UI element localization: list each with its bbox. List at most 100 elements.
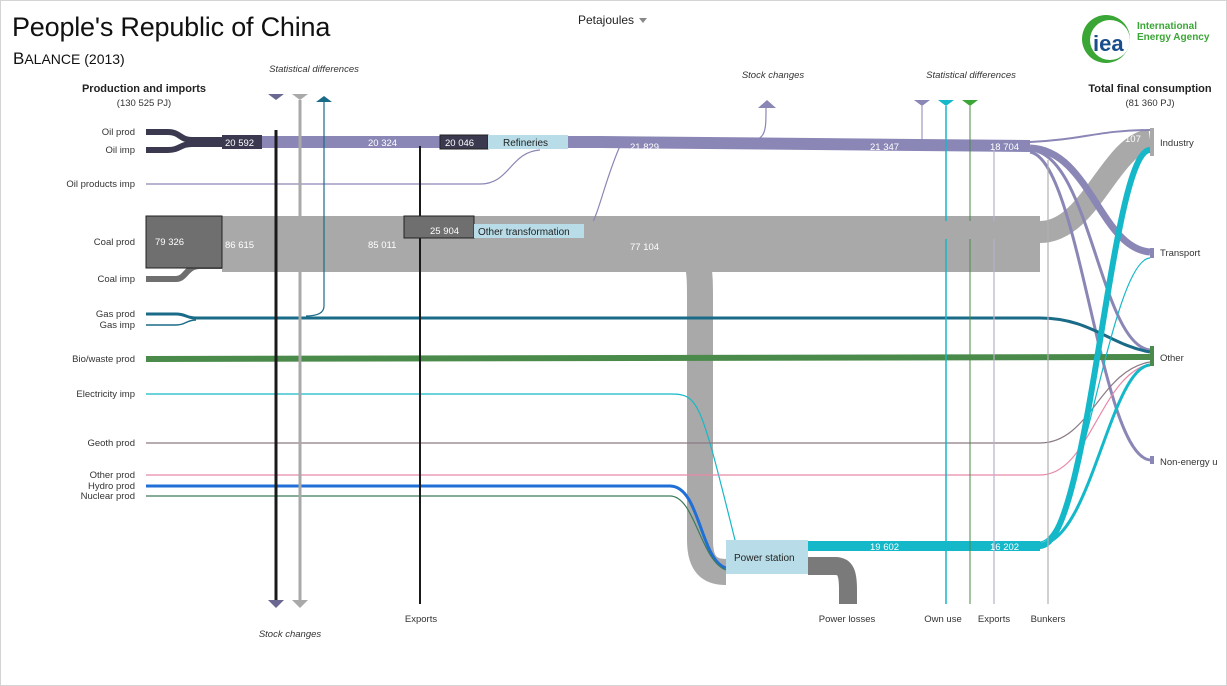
label-exports-right: Exports bbox=[978, 614, 1010, 625]
node-labels-layer: Refineries Other transformation Power st… bbox=[478, 138, 795, 564]
label-power-station: Power station bbox=[734, 553, 795, 564]
value-oil-1: 20 592 bbox=[225, 138, 254, 149]
flow-stat-diff-left-gas[interactable] bbox=[305, 100, 325, 317]
node-other[interactable] bbox=[1150, 346, 1154, 366]
label-bio-waste-prod: Bio/waste prod bbox=[72, 354, 135, 365]
flow-power-losses[interactable] bbox=[808, 557, 857, 604]
stat-diff-right-cyan-arrow-icon[interactable] bbox=[938, 100, 954, 106]
value-elec-2: 16 202 bbox=[990, 542, 1019, 553]
stat-diff-left-arrow-gas-icon[interactable] bbox=[316, 96, 332, 102]
node-power-station[interactable] bbox=[726, 540, 808, 574]
flow-electricity-to-other[interactable] bbox=[1039, 363, 1151, 546]
value-oil-6: 18 704 bbox=[990, 142, 1019, 153]
value-coal-1: 86 615 bbox=[225, 240, 254, 251]
iea-logo: iea bbox=[1082, 15, 1130, 63]
value-coal-4: 77 104 bbox=[630, 242, 659, 253]
flow-oil-stock-changes[interactable] bbox=[749, 107, 767, 141]
arrows-layer bbox=[268, 94, 978, 608]
flow-oil-to-other[interactable] bbox=[1029, 148, 1151, 352]
label-non-energy: Non-energy u bbox=[1160, 457, 1218, 468]
label-geoth-prod: Geoth prod bbox=[87, 438, 135, 449]
right-labels-layer: Total final consumption (81 360 PJ) Indu… bbox=[1088, 83, 1217, 468]
flow-electricity-imp[interactable] bbox=[146, 393, 741, 561]
value-oil-3: 20 046 bbox=[445, 138, 474, 149]
node-coal-prod[interactable] bbox=[145, 215, 223, 269]
stat-diff-left-arrow-grey-icon[interactable] bbox=[292, 94, 308, 100]
label-transport: Transport bbox=[1160, 248, 1201, 259]
subtitle-rest: ALANCE (2013) bbox=[24, 51, 125, 67]
label-bunkers: Bunkers bbox=[1031, 614, 1066, 625]
flow-electricity-to-transport[interactable] bbox=[1039, 257, 1151, 543]
label-refineries: Refineries bbox=[503, 138, 548, 149]
left-total: (130 525 PJ) bbox=[117, 98, 171, 109]
flow-oil-prod[interactable] bbox=[146, 129, 222, 143]
unit-dropdown[interactable]: Petajoules bbox=[578, 13, 648, 27]
stock-changes-bottom-arrow-grey-icon[interactable] bbox=[292, 600, 308, 608]
node-transport[interactable] bbox=[1150, 248, 1154, 258]
subtitle-initial: B bbox=[13, 49, 25, 68]
value-coal-2: 85 011 bbox=[368, 240, 396, 251]
left-heading: Production and imports bbox=[82, 83, 206, 95]
flow-gas-prod[interactable] bbox=[146, 312, 1151, 354]
stat-diff-right-purple-arrow-icon[interactable] bbox=[914, 100, 930, 106]
flow-hydro[interactable] bbox=[146, 484, 727, 570]
stat-diff-right-green-arrow-icon[interactable] bbox=[962, 100, 978, 106]
logo-mark: iea bbox=[1093, 31, 1124, 56]
flow-coal-to-power[interactable] bbox=[678, 237, 727, 585]
right-total: (81 360 PJ) bbox=[1125, 98, 1174, 109]
flow-stat-diff-right-purple[interactable] bbox=[921, 106, 946, 149]
flow-geoth[interactable] bbox=[146, 361, 1151, 444]
node-oil-bar[interactable] bbox=[222, 135, 262, 149]
label-gas-prod: Gas prod bbox=[96, 309, 135, 320]
right-heading: Total final consumption bbox=[1088, 83, 1212, 95]
left-labels-layer: Production and imports (130 525 PJ) Oil … bbox=[66, 83, 206, 502]
stock-changes-bottom-arrow-dark-icon[interactable] bbox=[268, 600, 284, 608]
label-exports-mid: Exports bbox=[405, 614, 437, 625]
side-labels-layer: Statistical differences Stock changes Ex… bbox=[259, 64, 1066, 640]
flow-nuclear[interactable] bbox=[146, 495, 727, 571]
node-industry[interactable] bbox=[1150, 128, 1154, 156]
value-coal-3: 25 904 bbox=[430, 226, 459, 237]
label-coal-imp: Coal imp bbox=[98, 274, 136, 285]
label-stat-diff-left: Statistical differences bbox=[269, 64, 359, 75]
flow-electricity-to-industry[interactable] bbox=[1039, 147, 1152, 549]
stock-changes-top-arrow-icon[interactable] bbox=[758, 100, 776, 108]
label-other-prod: Other prod bbox=[90, 470, 135, 481]
logo-line-2: Energy Agency bbox=[1137, 32, 1210, 43]
label-oil-products-imp: Oil products imp bbox=[66, 179, 135, 190]
flow-oil-products-imp[interactable] bbox=[146, 149, 541, 185]
flow-coal-to-industry[interactable] bbox=[1038, 129, 1153, 243]
node-non-energy[interactable] bbox=[1150, 456, 1154, 464]
node-refineries[interactable] bbox=[488, 135, 568, 149]
flows-layer bbox=[145, 100, 1153, 604]
value-oil-2: 20 324 bbox=[368, 138, 397, 149]
label-coal-prod: Coal prod bbox=[94, 237, 135, 248]
value-oil-5: 21 347 bbox=[870, 142, 899, 153]
flow-gas-imp[interactable] bbox=[146, 319, 197, 326]
label-industry: Industry bbox=[1160, 138, 1194, 149]
label-stat-diff-right: Statistical differences bbox=[926, 70, 1016, 81]
label-nuclear-prod: Nuclear prod bbox=[81, 491, 135, 502]
flow-oil-main[interactable] bbox=[222, 136, 1031, 152]
label-stock-changes-bottom: Stock changes bbox=[259, 629, 322, 640]
flow-other-prod[interactable] bbox=[146, 363, 1151, 476]
label-oil-prod: Oil prod bbox=[102, 127, 135, 138]
label-other: Other bbox=[1160, 353, 1184, 364]
stat-diff-left-arrow-icon[interactable] bbox=[268, 94, 284, 100]
label-own-use: Own use bbox=[924, 614, 962, 625]
label-oil-imp: Oil imp bbox=[105, 145, 135, 156]
value-coal-prod: 79 326 bbox=[155, 237, 184, 248]
flow-oil-to-industry[interactable] bbox=[1029, 129, 1151, 143]
label-gas-imp: Gas imp bbox=[100, 320, 135, 331]
page-title: People's Republic of China bbox=[12, 12, 331, 42]
flow-oil-imp[interactable] bbox=[146, 141, 222, 153]
label-stock-changes-top: Stock changes bbox=[742, 70, 805, 81]
flow-bio[interactable] bbox=[145, 354, 1151, 362]
value-industry-partial: 107 bbox=[1125, 134, 1141, 145]
nodes-layer bbox=[145, 128, 1154, 574]
node-other-transformation[interactable] bbox=[474, 224, 584, 238]
flow-oil-to-transport[interactable] bbox=[1029, 144, 1151, 256]
flow-refinery-to-other-transformation[interactable] bbox=[589, 145, 621, 229]
value-elec-1: 19 602 bbox=[870, 542, 899, 553]
